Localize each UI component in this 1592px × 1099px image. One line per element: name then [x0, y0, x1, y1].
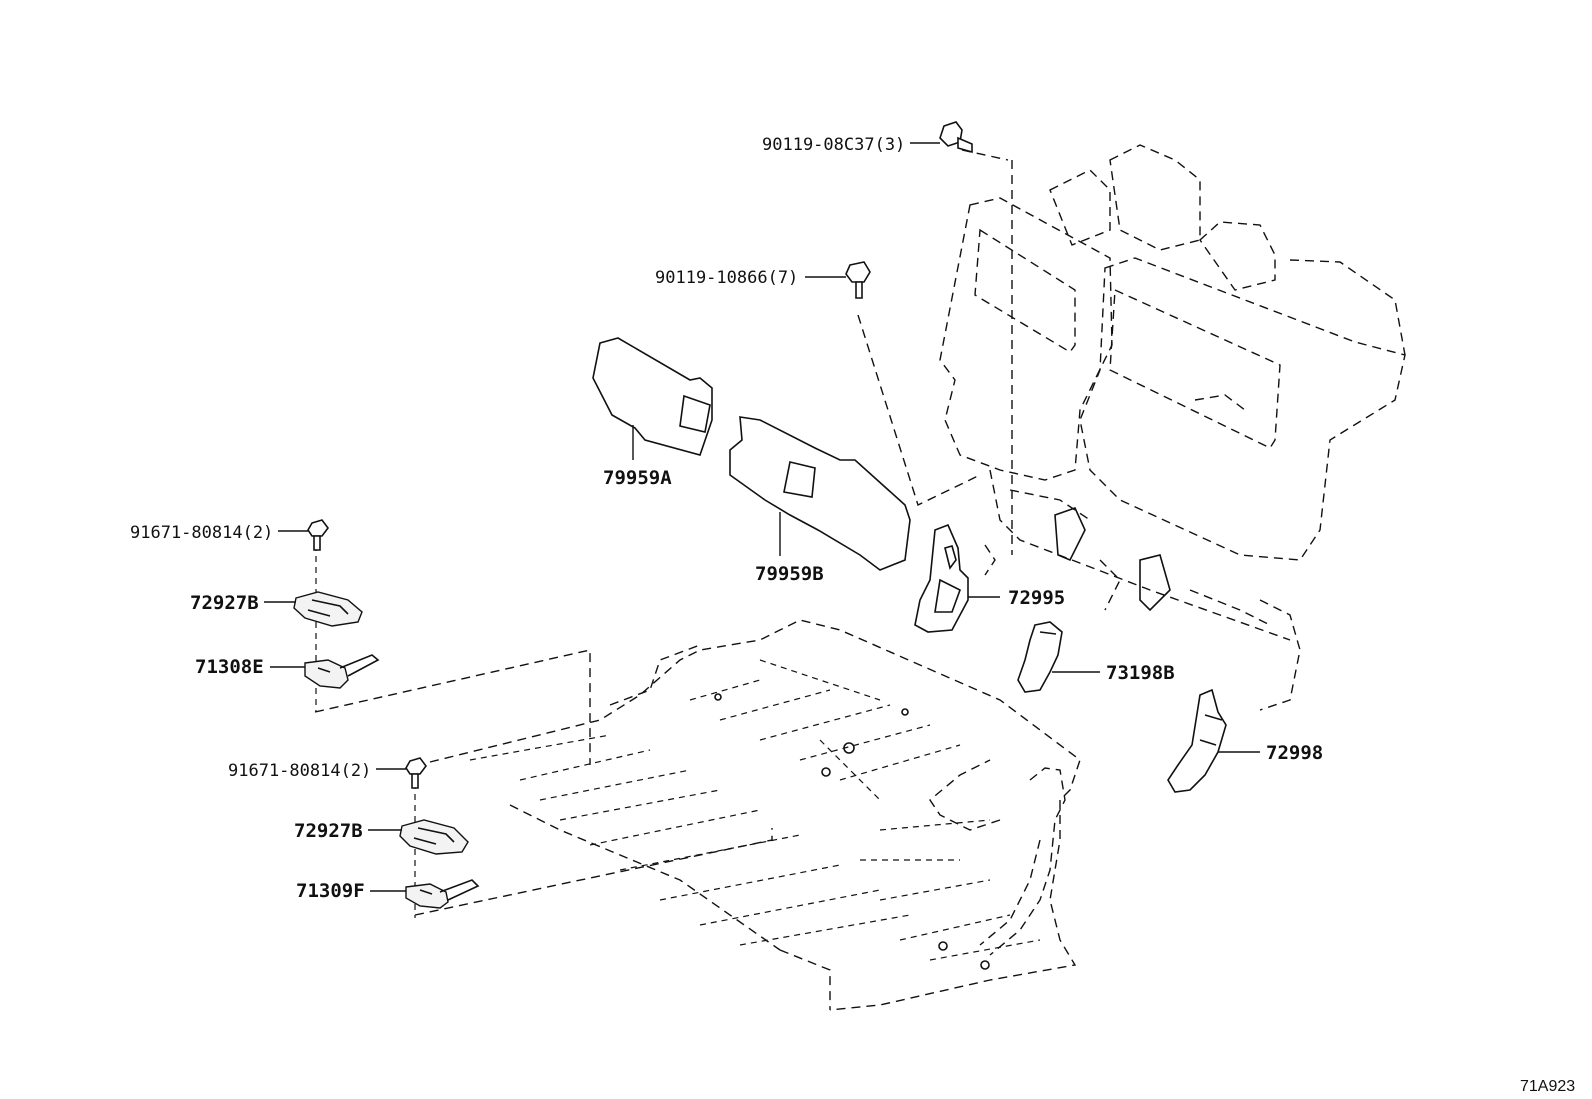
label-pad-79959a: 79959A	[603, 467, 672, 489]
pad-79959a[interactable]: 79959A	[592, 337, 713, 489]
label-pad-79959b: 79959B	[755, 563, 824, 585]
bracket-72927b-lower[interactable]: 72927B	[294, 819, 469, 855]
hook-71309f[interactable]: 71309F	[296, 879, 480, 909]
label-bolt-91671-80814-lower: 91671-80814(2)	[228, 761, 371, 781]
bolt-91671-80814-upper[interactable]: 91671-80814(2)	[130, 519, 329, 551]
cover-73198b[interactable]: 73198B	[1017, 621, 1175, 693]
label-bracket-72927b-lower: 72927B	[294, 820, 363, 842]
cover-72995[interactable]: 72995	[914, 523, 1065, 633]
label-bolt-90119-08c37: 90119-08C37(3)	[762, 135, 905, 155]
diagram-reference-code: 71A923	[1520, 1078, 1575, 1095]
bolt-91671-80814-lower[interactable]: 91671-80814(2)	[228, 757, 427, 789]
bolt-90119-08c37[interactable]: 90119-08C37(3)	[762, 121, 973, 155]
cover-72998[interactable]: 72998	[1167, 688, 1323, 793]
label-hook-71309f: 71309F	[296, 880, 365, 902]
bolt-90119-10866[interactable]: 90119-10866(7)	[655, 261, 871, 299]
label-cover-73198b: 73198B	[1106, 662, 1175, 684]
label-bolt-90119-10866: 90119-10866(7)	[655, 268, 798, 288]
label-bracket-72927b-upper: 72927B	[190, 592, 259, 614]
floor-panel	[429, 619, 1081, 1011]
label-cover-72995: 72995	[1008, 587, 1065, 609]
bracket-72927b-upper[interactable]: 72927B	[190, 591, 363, 627]
label-bolt-91671-80814-upper: 91671-80814(2)	[130, 523, 273, 543]
hook-71308e[interactable]: 71308E	[195, 654, 380, 689]
rear-seat-assembly	[939, 144, 1406, 711]
label-hook-71308e: 71308E	[195, 656, 264, 678]
pad-79959b[interactable]: 79959B	[729, 416, 911, 585]
label-cover-72998: 72998	[1266, 742, 1323, 764]
